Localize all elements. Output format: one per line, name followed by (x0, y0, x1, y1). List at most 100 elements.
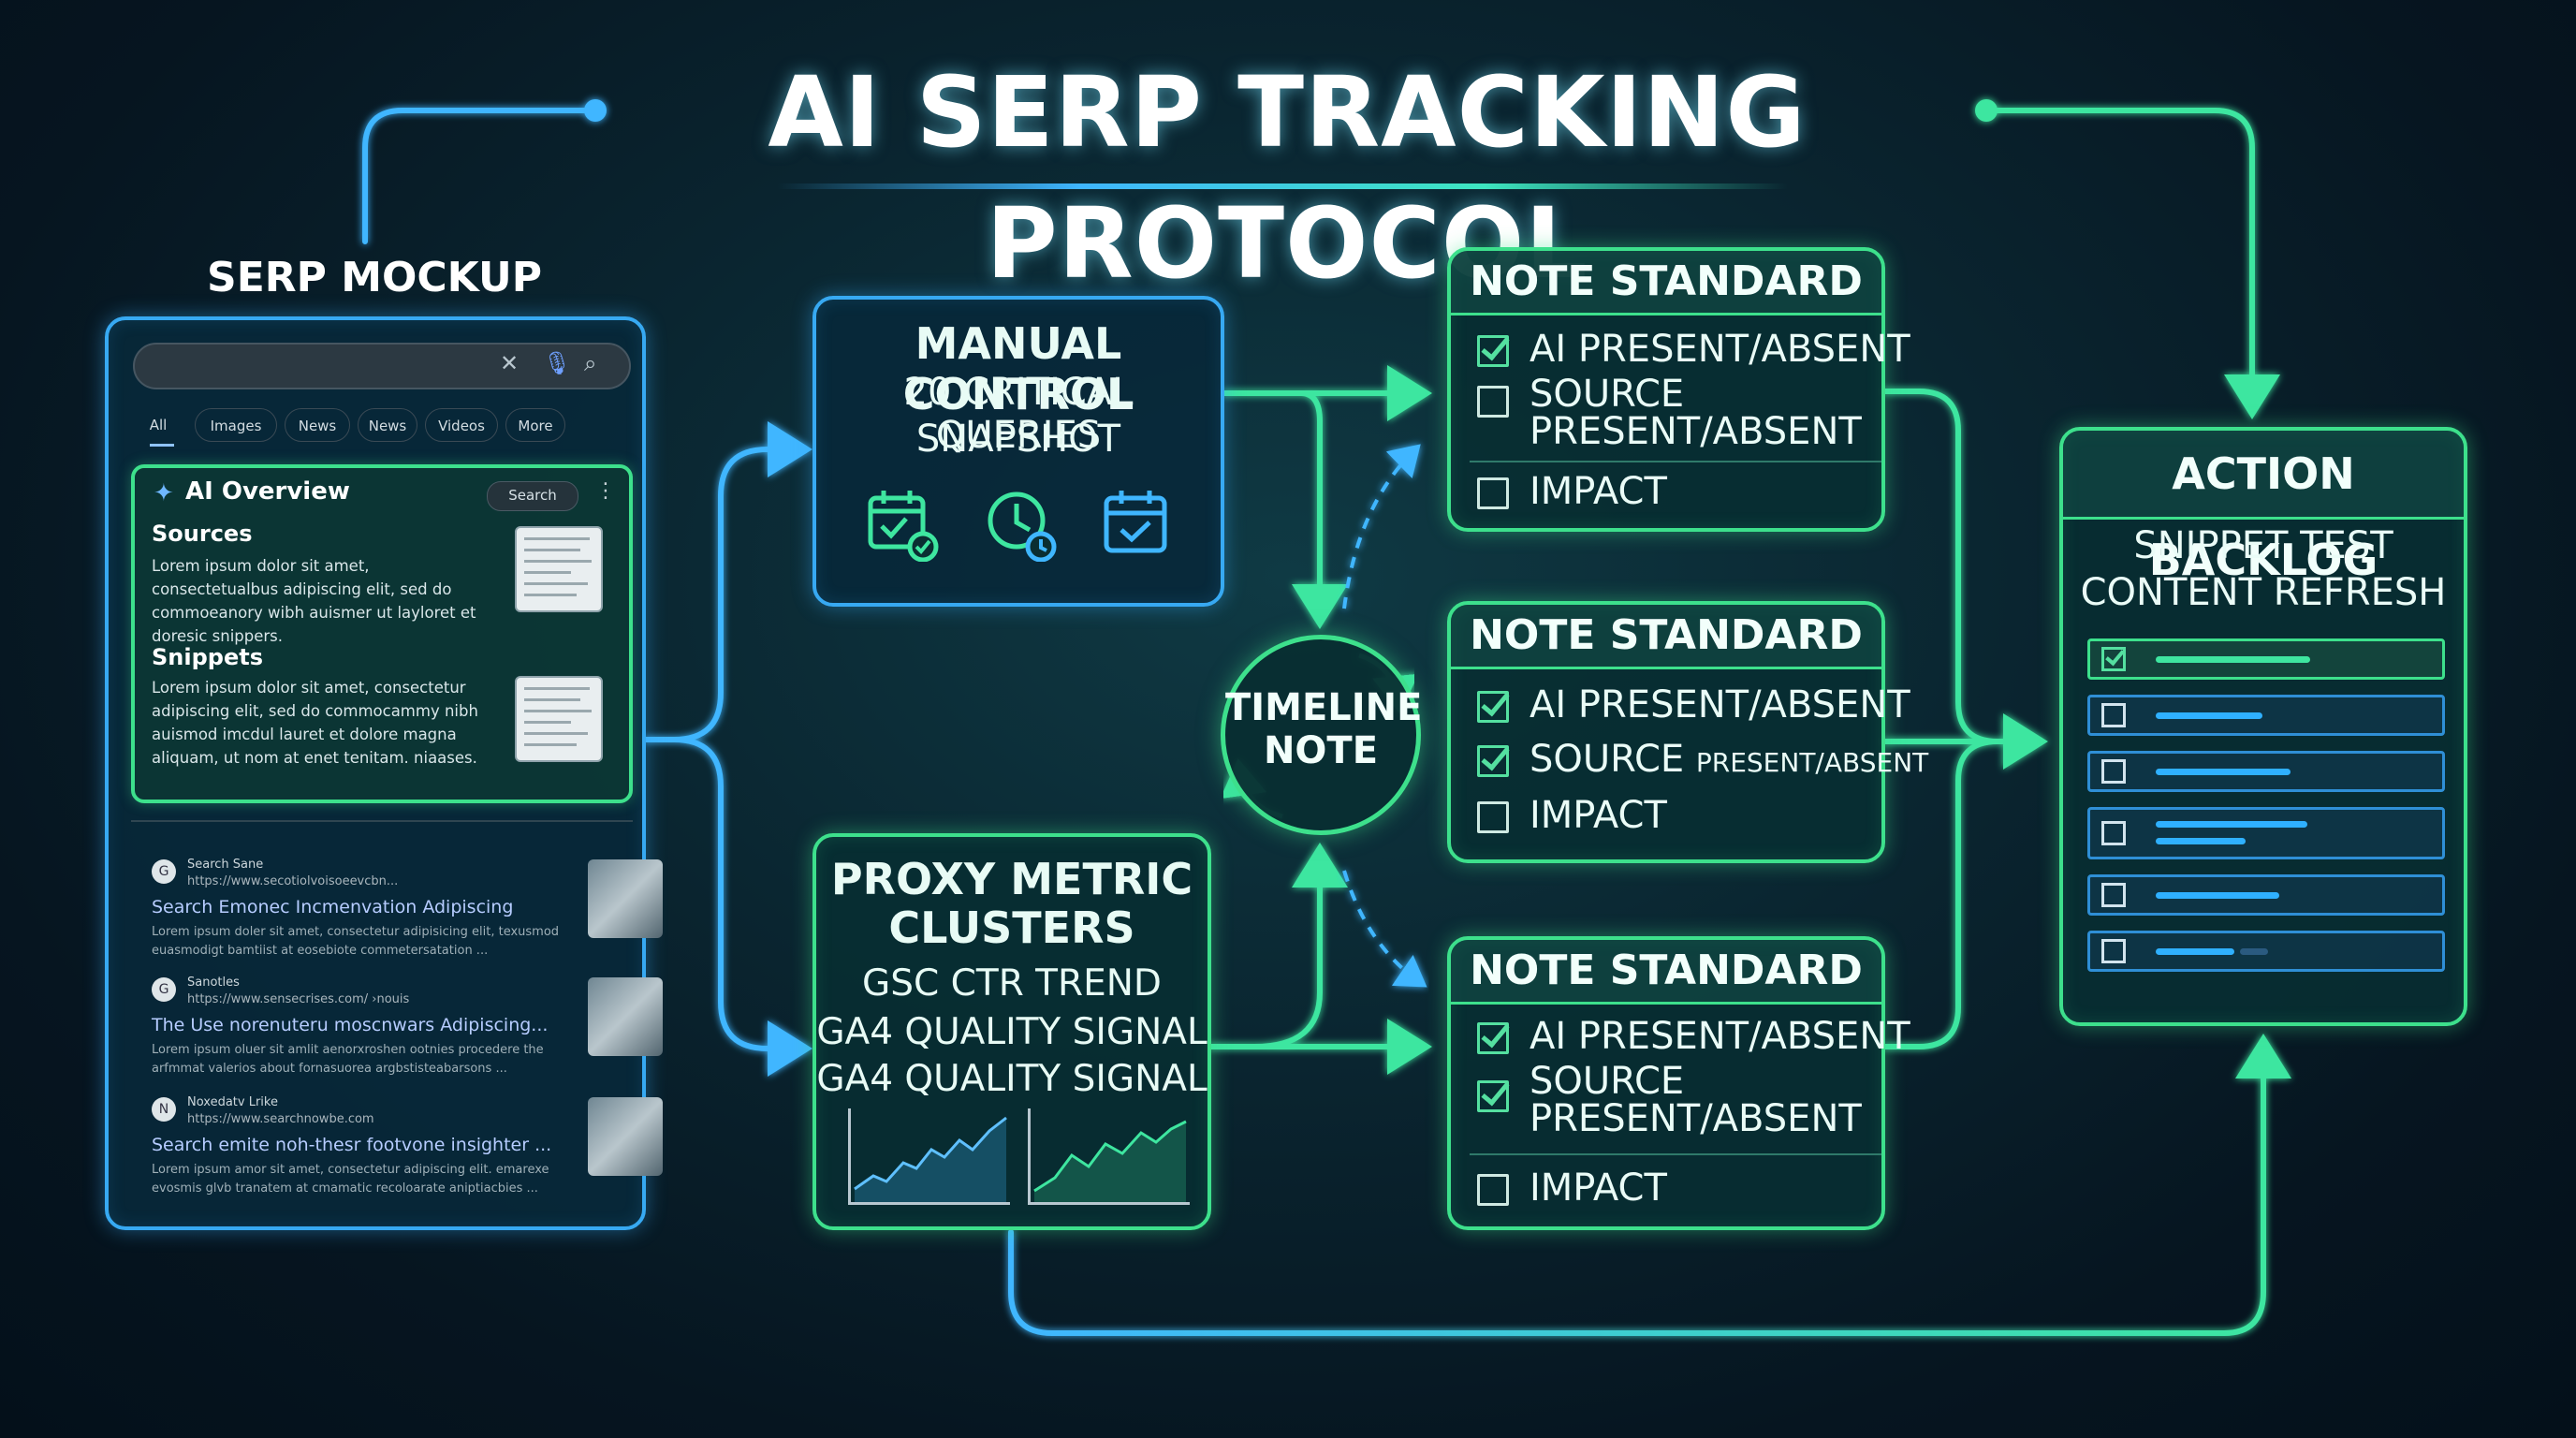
checkbox-unchecked[interactable] (2101, 883, 2126, 907)
backlog-item-bar (2156, 712, 2262, 719)
tab-news[interactable]: News (285, 408, 350, 442)
backlog-item-bar (2156, 838, 2246, 844)
tab-more[interactable]: More (505, 408, 565, 442)
title-underline (777, 183, 1788, 189)
checkbox-checked[interactable] (1477, 1022, 1509, 1054)
more-options-icon[interactable]: ⋮ (595, 479, 616, 503)
backlog-item[interactable] (2087, 751, 2445, 792)
search-result[interactable]: G Sanotles https://www.sensecrises.com/ … (152, 976, 554, 1078)
checkbox-unchecked[interactable] (2101, 703, 2126, 727)
note-standard-box: NOTE STANDARD AI PRESENT/ABSENT SOURCE P… (1447, 936, 1910, 1230)
site-favicon: G (152, 859, 176, 884)
result-title[interactable]: Search Emonec Incmenvation Adipiscing (152, 897, 514, 917)
note-standard-box: NOTE STANDARD AI PRESENT/ABSENT SOURCE P… (1447, 601, 1928, 863)
gsc-trend-sparkline (848, 1108, 1010, 1205)
checkbox-unchecked[interactable] (1477, 1174, 1509, 1206)
checklist-item-suffix: PRESENT/ABSENT (1695, 747, 1929, 778)
search-result[interactable]: N Noxedatv Lrike https://www.searchnowbe… (152, 1095, 554, 1198)
manual-control-title: MANUAL CONTROL (902, 318, 1134, 419)
snippet-thumbnail[interactable] (515, 676, 603, 762)
ai-overview-panel: ✦ AI Overview Search ⋮ Sources Lorem ips… (131, 464, 633, 803)
backlog-item-bar (2156, 768, 2291, 775)
result-site: Sanotles (187, 976, 240, 990)
action-backlog-header: ACTION BACKLOG (2063, 431, 2464, 585)
note-standard-header: NOTE STANDARD (1451, 940, 1881, 1005)
action-backlog-box: ACTION BACKLOG SNIPPET TEST CONTENT REFR… (2059, 427, 2467, 1026)
checkbox-checked[interactable] (1477, 335, 1509, 367)
checkbox-unchecked[interactable] (2101, 939, 2126, 963)
source-thumbnail[interactable] (515, 526, 603, 612)
checklist-item: SOURCE (1530, 1060, 1685, 1103)
checkbox-unchecked[interactable] (2101, 821, 2126, 845)
checklist-item: AI PRESENT/ABSENT (1530, 328, 1910, 371)
search-result[interactable]: G Search Sane https://www.secotiolvoisoe… (152, 858, 559, 961)
serp-mockup-panel: ✕ 🎙 ⌕ All Images News News Videos More ✦… (105, 316, 663, 1230)
note-standard-box: NOTE STANDARD AI PRESENT/ABSENT SOURCE P… (1447, 247, 1910, 532)
result-snippet: Lorem ipsum amor sit amet, consectetur a… (152, 1163, 549, 1196)
backlog-item-bar (2156, 891, 2279, 899)
site-favicon: G (152, 977, 176, 1002)
proxy-metric-line3: GA4 QUALITY SIGNAL (816, 1058, 1208, 1100)
checkbox-unchecked[interactable] (2101, 759, 2126, 784)
proxy-metric-line2: GA4 QUALITY SIGNAL (816, 1011, 1208, 1053)
serp-mockup-label: SERP MOCKUP (207, 254, 542, 301)
backlog-item-bar (2240, 947, 2268, 955)
proxy-metric-title-line1: PROXY METRIC (830, 854, 1193, 904)
search-icon[interactable]: ⌕ (584, 350, 597, 376)
backlog-item[interactable] (2087, 807, 2445, 859)
calendar-check-icon (868, 491, 939, 562)
checkbox-checked[interactable] (1477, 745, 1509, 777)
tab-videos[interactable]: Videos (425, 408, 498, 442)
result-image (588, 1097, 663, 1176)
backlog-item[interactable] (2087, 931, 2445, 972)
result-title[interactable]: Search emite noh-thesr footvone insighte… (152, 1135, 552, 1155)
backlog-item[interactable] (2087, 638, 2445, 680)
tab-images[interactable]: Images (195, 408, 277, 442)
ga4-quality-sparkline (1028, 1108, 1190, 1205)
sources-heading: Sources (152, 521, 253, 547)
snippets-text: Lorem ipsum dolor sit amet, consectetur … (152, 679, 478, 767)
manual-control-line2: SNAPSHOT (915, 418, 1121, 461)
tab-all[interactable]: All (149, 417, 168, 433)
search-input[interactable]: ✕ 🎙 ⌕ (133, 343, 631, 389)
proxy-metric-box: PROXY METRIC CLUSTERS GSC CTR TREND GA4 … (812, 833, 1211, 1230)
checklist-item: IMPACT (1530, 1167, 1667, 1210)
backlog-item[interactable] (2087, 695, 2445, 736)
ai-overview-heading: AI Overview (185, 477, 350, 506)
snippets-heading: Snippets (152, 644, 263, 670)
calendar-check-icon (1104, 491, 1167, 553)
checkbox-checked[interactable] (1477, 691, 1509, 723)
search-tabs: All Images News News Videos More (131, 408, 637, 447)
result-title[interactable]: The Use norenuteru moscnwars Adipiscing.… (152, 1015, 549, 1035)
checklist-item-continued: PRESENT/ABSENT (1530, 410, 1862, 453)
checklist-item: SOURCE (1530, 373, 1685, 416)
manual-control-line1: 20 CRITICAL QUERIES (903, 371, 1134, 457)
backlog-item-bar (2156, 947, 2234, 955)
checkbox-checked[interactable] (1477, 1080, 1509, 1112)
sparkle-icon: ✦ (154, 479, 174, 507)
sources-text: Lorem ipsum dolor sit amet, consectetual… (152, 557, 476, 645)
result-snippet: Lorem ipsum oluer sit amlit aenorxroshen… (152, 1043, 544, 1076)
manual-control-box: MANUAL CONTROL 20 CRITICAL QUERIES SNAPS… (812, 296, 1224, 607)
result-snippet: Lorem ipsum doler sit amet, consectetur … (152, 925, 560, 958)
backlog-item[interactable] (2087, 874, 2445, 916)
checkbox-unchecked[interactable] (1477, 386, 1509, 418)
result-url: https://www.secotiolvoisoeevcbn... (187, 874, 399, 888)
checkbox-checked[interactable] (2101, 647, 2126, 671)
action-backlog-line2: CONTENT REFRESH (2080, 571, 2447, 614)
result-image (588, 859, 663, 938)
result-image (588, 977, 663, 1056)
timeline-note-line1: TIMELINE (1225, 686, 1423, 729)
backlog-item-bar (2156, 655, 2310, 663)
checklist-item: IMPACT (1530, 794, 1667, 837)
backlog-item-bar (2156, 821, 2307, 828)
search-chip[interactable]: Search (487, 481, 578, 511)
proxy-metric-title-line2: CLUSTERS (888, 902, 1135, 953)
checkbox-unchecked[interactable] (1477, 801, 1509, 833)
page-title: AI SERP TRACKING PROTOCOL (768, 55, 1807, 301)
mic-icon[interactable]: 🎙 (543, 350, 572, 376)
timeline-note-line2: NOTE (1263, 729, 1379, 772)
checkbox-unchecked[interactable] (1477, 477, 1509, 509)
close-icon[interactable]: ✕ (500, 350, 520, 376)
tab-news-2[interactable]: News (358, 408, 417, 442)
